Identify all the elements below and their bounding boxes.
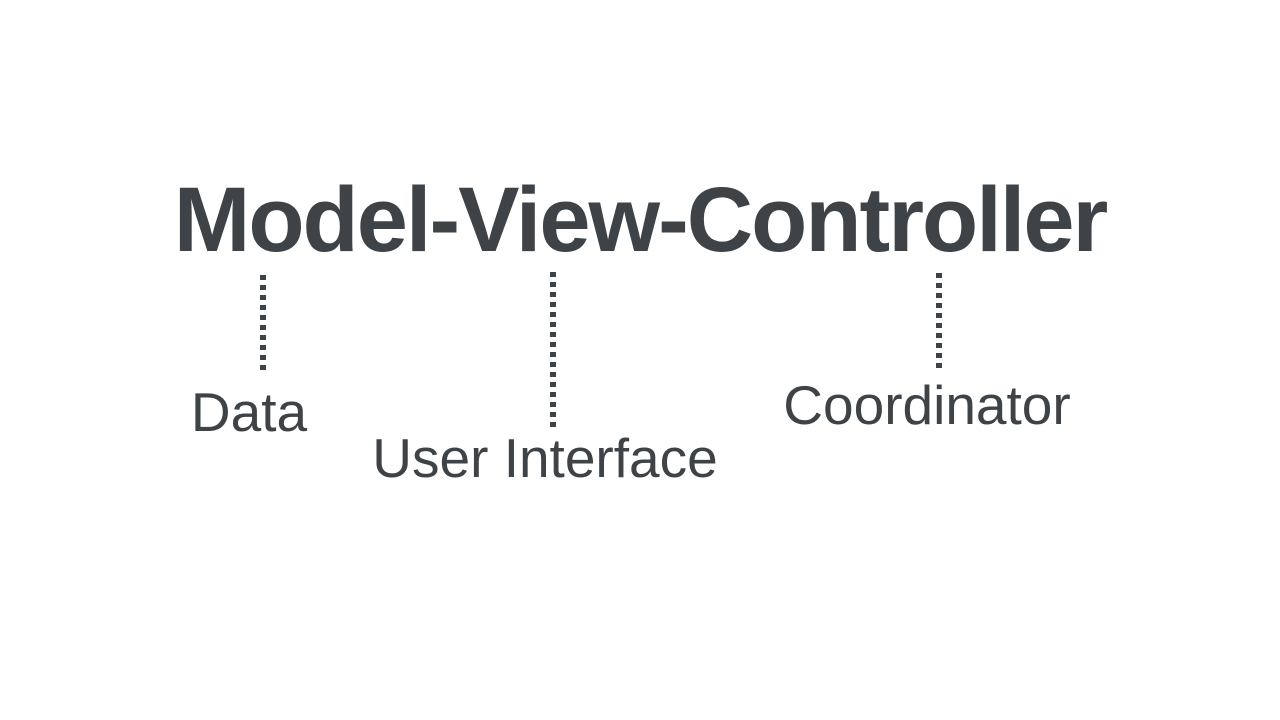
diagram-title: Model-View-Controller	[173, 169, 1109, 271]
dotted-connector-view	[550, 272, 556, 428]
annotation-controller-coordinator: Coordinator	[783, 374, 1071, 436]
dotted-connector-model	[260, 275, 266, 371]
annotation-model-data: Data	[190, 381, 308, 443]
annotation-view-user-interface: User Interface	[372, 427, 718, 489]
dotted-connector-controller	[936, 273, 942, 371]
